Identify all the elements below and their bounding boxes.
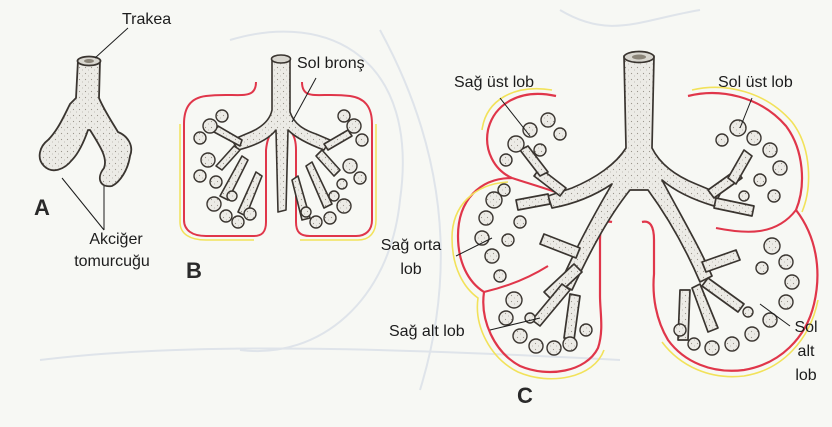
panel-letter-b: B — [186, 259, 202, 283]
panel-a-lung-bud — [40, 28, 132, 230]
label-akciger: Akciğer — [74, 230, 158, 250]
label-sol-brons: Sol bronş — [297, 54, 365, 74]
panel-b-trachea-opening — [272, 55, 291, 63]
label-trakea: Trakea — [122, 10, 171, 30]
label-sol-alt-3: lob — [786, 366, 826, 386]
label-sag-alt-lob: Sağ alt lob — [389, 322, 465, 342]
panel-b-bronchial-tree — [180, 55, 376, 240]
label-sol-alt-2: alt — [786, 342, 826, 362]
panel-letter-a: A — [34, 196, 50, 220]
label-sag-orta: Sağ orta — [376, 236, 446, 256]
fissure-right-lower — [484, 266, 548, 292]
pointer-sol-brons — [292, 78, 316, 122]
label-sag-ust-lob: Sağ üst lob — [454, 73, 534, 93]
label-tomurcugu: tomurcuğu — [62, 252, 162, 272]
pointer-akciger-1 — [62, 178, 104, 230]
panel-c-bronchial-tree — [516, 56, 754, 340]
label-sag-orta-lob: lob — [376, 260, 446, 280]
label-sol-ust-lob: Sol üst lob — [718, 73, 793, 93]
fissure-left — [716, 210, 796, 232]
panel-letter-c: C — [517, 384, 533, 408]
label-sol-alt-1: Sol — [786, 318, 826, 338]
pointer-trakea — [95, 28, 128, 58]
lung-bud-shape — [40, 60, 132, 186]
